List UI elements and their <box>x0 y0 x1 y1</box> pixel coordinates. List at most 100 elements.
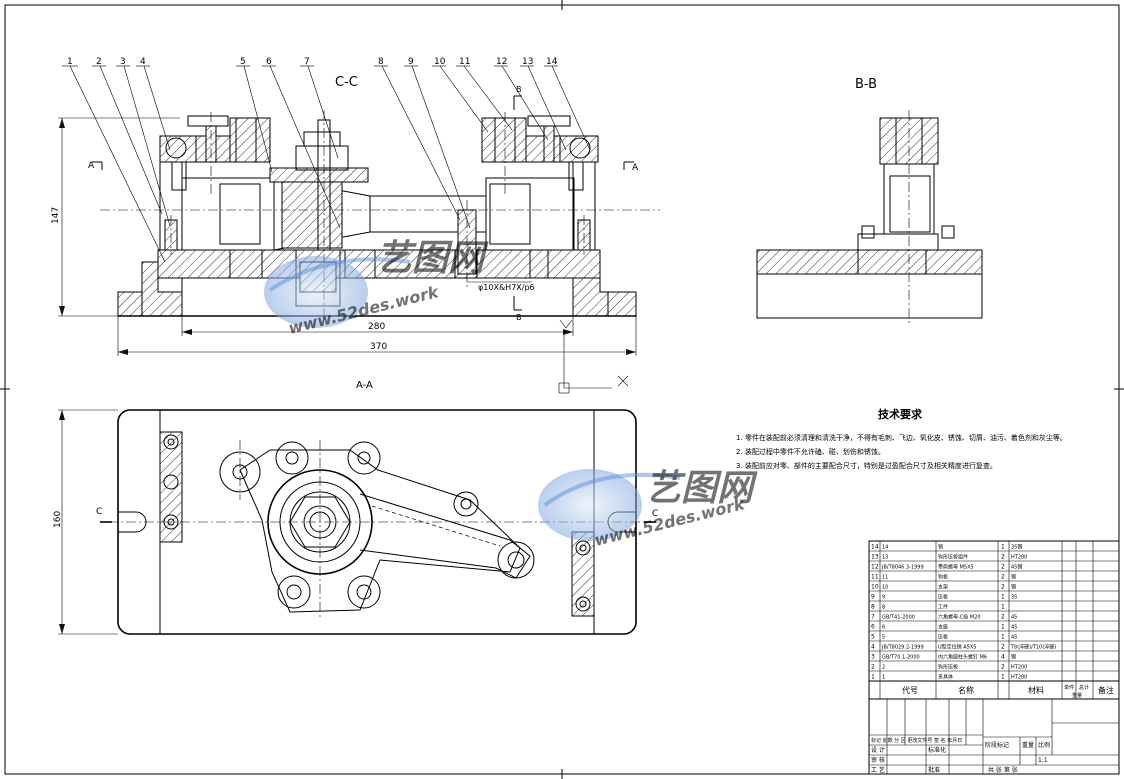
part-leaders <box>62 65 591 263</box>
section-c-right: C <box>652 509 658 519</box>
view-bb: B-B <box>756 77 983 324</box>
part-no-13: 13 <box>522 57 533 67</box>
view-title-bb: B-B <box>855 77 877 92</box>
parts-cell-qty: 1 <box>1001 624 1005 631</box>
parts-cell-qty: 4 <box>1001 654 1005 661</box>
parts-cell-qty: 2 <box>1001 554 1005 561</box>
parts-cell-code: 14 <box>882 545 888 551</box>
parts-cell-seq: 11 <box>871 574 879 581</box>
title-stage: 阶段标记 <box>985 741 1009 749</box>
parts-cell-code: 13 <box>882 555 888 561</box>
parts-cell-name: 销 <box>938 544 943 551</box>
parts-cell-seq: 2 <box>871 664 875 671</box>
parts-cell-material: 45 <box>1011 625 1017 631</box>
watermark-logo: 艺图网 www.52des.work 艺图网 www.52des.work <box>264 238 758 550</box>
tech-item-2: 2. 装配过程中零件不允许磕、碰、划伤和锈蚀。 <box>736 447 885 456</box>
parts-cell-material: 45钢 <box>1011 564 1022 571</box>
parts-cell-qty: 1 <box>1001 634 1005 641</box>
parts-cell-name: 压板 <box>938 634 948 641</box>
parts-cell-material: 45 <box>1011 635 1017 641</box>
view-title-aa: A-A <box>356 380 373 391</box>
ucs-icon <box>558 319 629 394</box>
title-approve: 批准 <box>928 766 940 774</box>
fit-label: φ10X&H7X/p6 <box>478 283 535 292</box>
parts-cell-material: HT200 <box>1011 665 1027 671</box>
tech-requirements: 技术要求 1. 零件在装配前必须清理和清洗干净，不得有毛刺、飞边、氧化皮、锈蚀、… <box>736 407 1067 470</box>
section-a-left: A <box>88 161 95 171</box>
part-no-2: 2 <box>96 57 102 67</box>
parts-header-code: 代号 <box>902 685 918 695</box>
parts-cell-seq: 14 <box>871 544 879 551</box>
title-block: 标记 处数 分 区 更改文件号 签 名 年月日 设 计 标准化 阶段标记 重量 … <box>868 698 1120 775</box>
parts-cell-seq: 13 <box>871 554 879 561</box>
part-no-8: 8 <box>378 57 384 67</box>
parts-cell-material: 钢 <box>1011 584 1016 591</box>
parts-cell-qty: 2 <box>1001 584 1005 591</box>
parts-cell-code: 1 <box>882 675 885 681</box>
dim-160-text: 160 <box>53 511 63 528</box>
title-scale: 比例 <box>1038 741 1050 749</box>
part-no-12: 12 <box>496 57 507 67</box>
dim-147-text: 147 <box>51 207 61 224</box>
parts-cell-qty: 2 <box>1001 644 1005 651</box>
part-no-5: 5 <box>240 57 246 67</box>
watermark-brand: 艺图网 <box>376 238 489 279</box>
parts-cell-seq: 3 <box>871 654 875 661</box>
section-b-bottom: B <box>516 313 522 322</box>
tech-item-1: 1. 零件在装配前必须清理和清洗干净，不得有毛刺、飞边、氧化皮、锈蚀、切屑、油污… <box>736 433 1067 442</box>
parts-cell-material: 35 <box>1011 595 1017 601</box>
parts-cell-name: 夹具体 <box>938 674 953 681</box>
part-no-9: 9 <box>408 57 414 67</box>
base-body <box>117 291 143 317</box>
parts-cell-name: 支架 <box>938 584 948 591</box>
dim-280: 280 <box>181 316 574 336</box>
parts-cell-name: 带肩螺母 M5X5 <box>938 564 974 571</box>
parts-header-material: 材料 <box>1028 685 1044 695</box>
title-standardization: 标准化 <box>928 746 946 754</box>
parts-cell-name: U型定位销 A5X5 <box>938 644 976 651</box>
parts-cell-code: 9 <box>882 595 885 601</box>
parts-cell-material: HT200 <box>1011 555 1027 561</box>
parts-header-unit: 单件 <box>1064 684 1074 691</box>
part-no-4: 4 <box>140 57 146 67</box>
parts-cell-seq: 12 <box>871 564 879 571</box>
parts-cell-qty: 2 <box>1001 664 1005 671</box>
parts-header-note: 备注 <box>1098 685 1114 695</box>
parts-cell-seq: 7 <box>871 614 875 621</box>
dim-280-text: 280 <box>368 322 385 332</box>
parts-cell-material: 35钢 <box>1011 544 1022 551</box>
parts-cell-name: 钩形压板组件 <box>938 554 968 561</box>
title-scale-value: 1:1 <box>1038 757 1048 764</box>
parts-cell-material: HT200 <box>1011 675 1027 681</box>
dim-147: 147 <box>51 117 180 317</box>
parts-cell-seq: 5 <box>871 634 875 641</box>
parts-cell-code: 2 <box>882 665 885 671</box>
parts-cell-name: 压板 <box>938 594 948 601</box>
parts-cell-material: 钢 <box>1011 574 1016 581</box>
parts-cell-qty: 1 <box>1001 674 1005 681</box>
title-weight: 重量 <box>1022 741 1034 749</box>
title-process: 工 艺 <box>871 766 885 774</box>
parts-cell-qty: 1 <box>1001 604 1005 611</box>
part-no-10: 10 <box>434 57 446 67</box>
parts-cell-name: 钩形压板 <box>938 664 958 671</box>
title-designer: 设 计 <box>871 746 885 754</box>
parts-cell-material: 钢 <box>1011 654 1016 661</box>
parts-cell-qty: 2 <box>1001 564 1005 571</box>
parts-cell-seq: 6 <box>871 624 875 631</box>
title-revision: 标记 处数 分 区 更改文件号 签 名 年月日 <box>871 737 962 744</box>
parts-cell-name: 支座 <box>938 624 948 631</box>
parts-cell-seq: 9 <box>871 594 875 601</box>
title-reviewer: 审 核 <box>871 756 885 764</box>
parts-cell-name: 六角螺母-C级 M20 <box>938 614 981 621</box>
parts-cell-qty: 1 <box>1001 594 1005 601</box>
parts-cell-code: 10 <box>882 585 888 591</box>
parts-cell-code: 6 <box>882 625 885 631</box>
parts-header-total: 总计 <box>1079 684 1089 691</box>
parts-cell-code: 11 <box>882 575 888 581</box>
part-no-1: 1 <box>67 57 73 67</box>
title-sheets: 共 张 第 张 <box>988 766 1018 774</box>
